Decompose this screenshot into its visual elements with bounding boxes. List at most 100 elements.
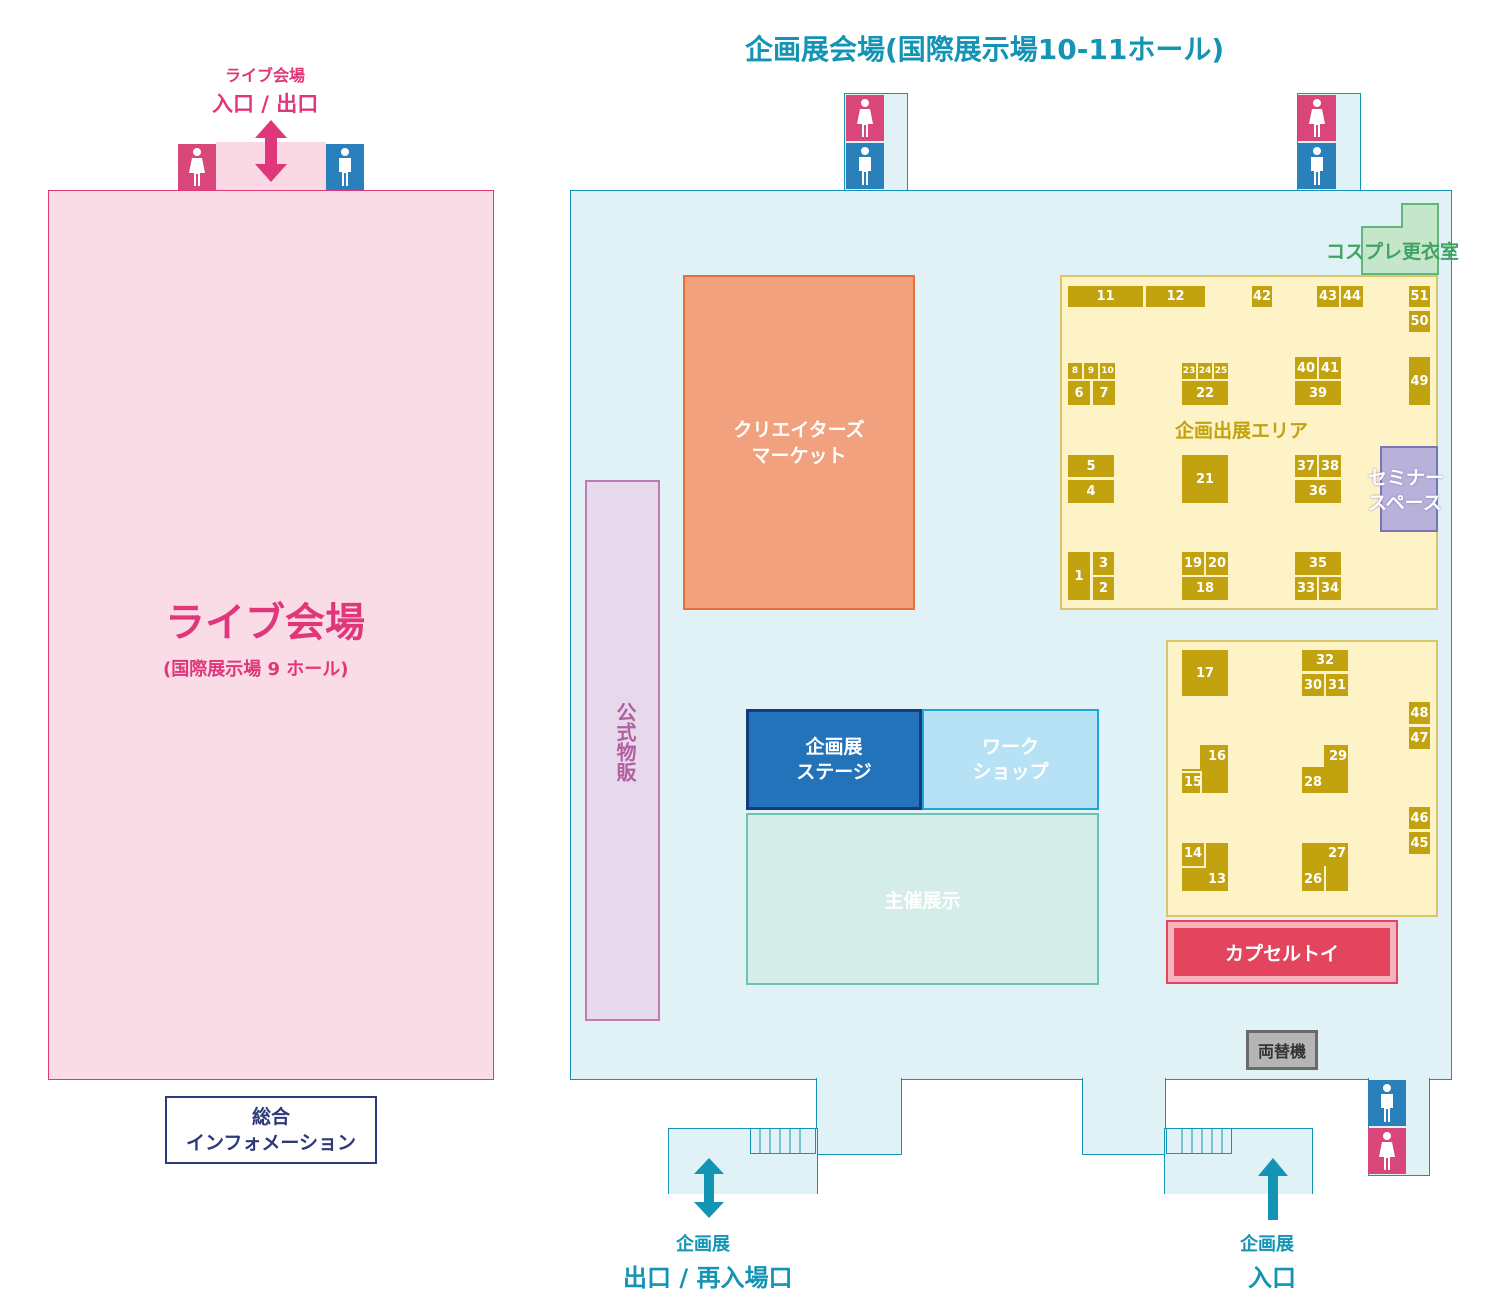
booth-25: 25 xyxy=(1214,363,1228,379)
exit-landing-left xyxy=(668,1128,818,1194)
seminar-line1: セミナー xyxy=(1368,467,1445,489)
booth-51: 51 xyxy=(1409,286,1430,307)
info-line2: インフォメーション xyxy=(185,1132,357,1154)
booth-9: 9 xyxy=(1084,363,1098,379)
live-entrance-exit-label: 入口 / 出口 xyxy=(212,92,319,116)
booth-5: 5 xyxy=(1068,455,1114,477)
booth-10: 10 xyxy=(1100,363,1115,379)
booth-29: 29 xyxy=(1329,749,1348,764)
restroom-women-icon xyxy=(846,95,884,141)
booth-39: 39 xyxy=(1295,381,1341,405)
cosplay-room-label: コスプレ更衣室 xyxy=(1326,241,1460,263)
money-exchange: 両替機 xyxy=(1246,1030,1318,1070)
booth-13: 13 xyxy=(1208,872,1227,887)
money-exchange-label: 両替機 xyxy=(1257,1042,1306,1061)
booth-12: 12 xyxy=(1146,286,1205,307)
entrance-arrow-icon xyxy=(1258,1158,1288,1220)
booth-23: 23 xyxy=(1182,363,1196,379)
organizer-exhibit: 主催展示 xyxy=(746,813,1099,985)
booth-32: 32 xyxy=(1302,650,1348,671)
map-title: 企画展会場(国際展示場10-11ホール) xyxy=(745,33,1225,66)
booth-26-divider xyxy=(1324,866,1326,891)
booth-24: 24 xyxy=(1198,363,1212,379)
booth-20: 20 xyxy=(1206,552,1228,575)
booth-26: 26 xyxy=(1304,872,1323,887)
creators-market: クリエイターズ マーケット xyxy=(683,275,915,610)
live-entrance-label: ライブ会場 xyxy=(225,66,306,85)
booth-11: 11 xyxy=(1068,286,1143,307)
official-goods-label: 公式物販 xyxy=(613,702,637,782)
booth-8: 8 xyxy=(1068,363,1082,379)
exit-reentry-arrow-icon xyxy=(694,1158,724,1218)
exhibit-area-top xyxy=(1060,275,1438,610)
entrance-label-top: 企画展 xyxy=(1240,1234,1294,1255)
exhibit-area-label: 企画出展エリア xyxy=(1175,420,1309,442)
seminar-space xyxy=(1380,446,1438,532)
booth-30: 30 xyxy=(1302,674,1324,696)
booth-33: 33 xyxy=(1295,577,1317,600)
official-goods xyxy=(585,480,660,1021)
capsule-toy: カプセルトイ xyxy=(1174,928,1390,976)
booth-35: 35 xyxy=(1295,552,1341,575)
workshop-line2: ショップ xyxy=(972,760,1049,783)
booth-31: 31 xyxy=(1326,674,1348,696)
entrance-landing-right xyxy=(1164,1128,1313,1194)
creators-market-line2: マーケット xyxy=(751,444,847,467)
booth-41: 41 xyxy=(1319,357,1341,379)
booth-28: 28 xyxy=(1304,775,1323,790)
info-line1: 総合 xyxy=(251,1106,290,1128)
booth-16: 16 xyxy=(1208,749,1227,764)
stairs-left xyxy=(750,1128,816,1154)
restroom-men-icon xyxy=(1368,1080,1406,1126)
booth-38: 38 xyxy=(1319,455,1341,477)
seminar-line2: スペース xyxy=(1368,492,1442,514)
booth-15: 15 xyxy=(1184,775,1203,790)
restroom-men-icon xyxy=(326,144,364,190)
booth-42: 42 xyxy=(1252,286,1272,307)
exit-label-top: 企画展 xyxy=(676,1234,730,1255)
booth-14-divider xyxy=(1182,866,1204,868)
live-hall-sub: (国際展示場 9 ホール) xyxy=(163,659,349,680)
live-hall xyxy=(48,190,494,1080)
booth-1: 1 xyxy=(1068,552,1090,600)
entrance-label-bottom: 入口 xyxy=(1248,1264,1296,1292)
booth-18: 18 xyxy=(1182,577,1228,600)
restroom-women-icon xyxy=(1298,95,1336,141)
stage-line2: ステージ xyxy=(796,760,872,783)
cosplay-room xyxy=(1361,203,1439,275)
stage-line1: 企画展 xyxy=(805,735,863,758)
exhibition-stage: 企画展 ステージ xyxy=(746,709,922,810)
booth-3: 3 xyxy=(1093,552,1114,575)
corridor-bottom-right xyxy=(1082,1078,1166,1155)
booth-21: 21 xyxy=(1182,455,1228,503)
booth-49: 49 xyxy=(1409,357,1430,405)
exit-label-bottom: 出口 / 再入場口 xyxy=(623,1264,793,1292)
booth-2: 2 xyxy=(1093,577,1114,600)
stairs-right xyxy=(1166,1128,1232,1154)
booth-6: 6 xyxy=(1068,381,1090,405)
booth-45: 45 xyxy=(1409,832,1430,854)
booth-46: 46 xyxy=(1409,807,1430,829)
booth-36: 36 xyxy=(1295,480,1341,503)
restroom-men-icon xyxy=(1298,143,1336,189)
booth-14-divider-v xyxy=(1204,843,1206,868)
live-entrance-arrow-icon xyxy=(255,120,287,182)
booth-19: 19 xyxy=(1182,552,1204,575)
workshop-line1: ワーク xyxy=(981,735,1039,758)
booth-34: 34 xyxy=(1319,577,1341,600)
booth-22: 22 xyxy=(1182,381,1228,405)
booth-15-block xyxy=(1182,771,1202,793)
booth-43: 43 xyxy=(1317,286,1339,307)
workshop: ワーク ショップ xyxy=(922,709,1099,810)
booth-50: 50 xyxy=(1409,311,1430,332)
booth-27: 27 xyxy=(1328,846,1347,861)
restroom-women-icon xyxy=(178,144,216,190)
organizer-exhibit-label: 主催展示 xyxy=(884,889,961,912)
booth-48: 48 xyxy=(1409,702,1430,724)
booth-14: 14 xyxy=(1184,846,1203,861)
booth-44: 44 xyxy=(1341,286,1363,307)
booth-37: 37 xyxy=(1295,455,1317,477)
booth-40: 40 xyxy=(1295,357,1317,379)
general-information: 総合 インフォメーション xyxy=(165,1096,377,1164)
restroom-men-icon xyxy=(846,143,884,189)
